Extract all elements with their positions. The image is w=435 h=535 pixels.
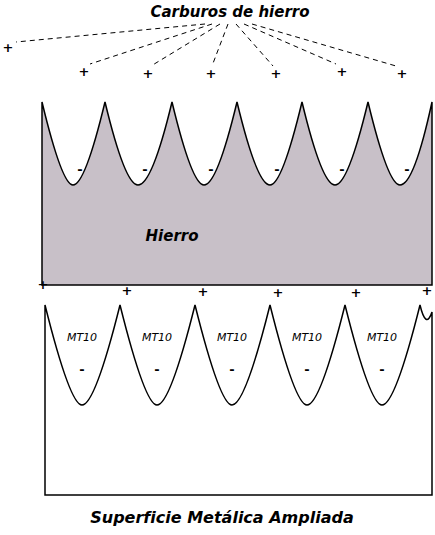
charge-sign: + (397, 67, 408, 81)
charge-sign: - (208, 163, 213, 177)
charge-sign: - (304, 363, 309, 377)
charge-sign: - (77, 163, 82, 177)
diagram-title: Carburos de hierro (150, 4, 309, 21)
diagram-caption: Superficie Metálica Ampliada (90, 509, 354, 527)
charge-sign: + (271, 67, 282, 81)
charge-sign: + (351, 286, 362, 300)
charge-sign: - (154, 363, 159, 377)
charge-sign: + (206, 67, 217, 81)
charge-sign: + (143, 67, 154, 81)
charge-sign: - (274, 163, 279, 177)
coating-label: MT10 (367, 332, 397, 344)
charge-sign: + (273, 286, 284, 300)
charge-sign: + (3, 41, 14, 55)
coating-label: MT10 (67, 332, 97, 344)
coating-label: MT10 (142, 332, 172, 344)
treated-metal-block (45, 305, 432, 495)
coating-label: MT10 (217, 332, 247, 344)
charge-sign: + (198, 285, 209, 299)
charge-sign: + (337, 65, 348, 79)
charge-sign: + (122, 284, 133, 298)
coating-label: MT10 (292, 332, 322, 344)
charge-sign: - (379, 363, 384, 377)
iron-block (42, 102, 432, 285)
charge-sign: - (229, 363, 234, 377)
charge-sign: - (404, 163, 409, 177)
charge-sign: - (142, 163, 147, 177)
material-label: Hierro (146, 228, 199, 245)
charge-sign: + (79, 65, 90, 79)
charge-sign: + (38, 278, 49, 292)
charge-sign: - (79, 363, 84, 377)
leader-lines (16, 24, 396, 66)
charge-sign: - (339, 163, 344, 177)
charge-sign: + (422, 284, 433, 298)
